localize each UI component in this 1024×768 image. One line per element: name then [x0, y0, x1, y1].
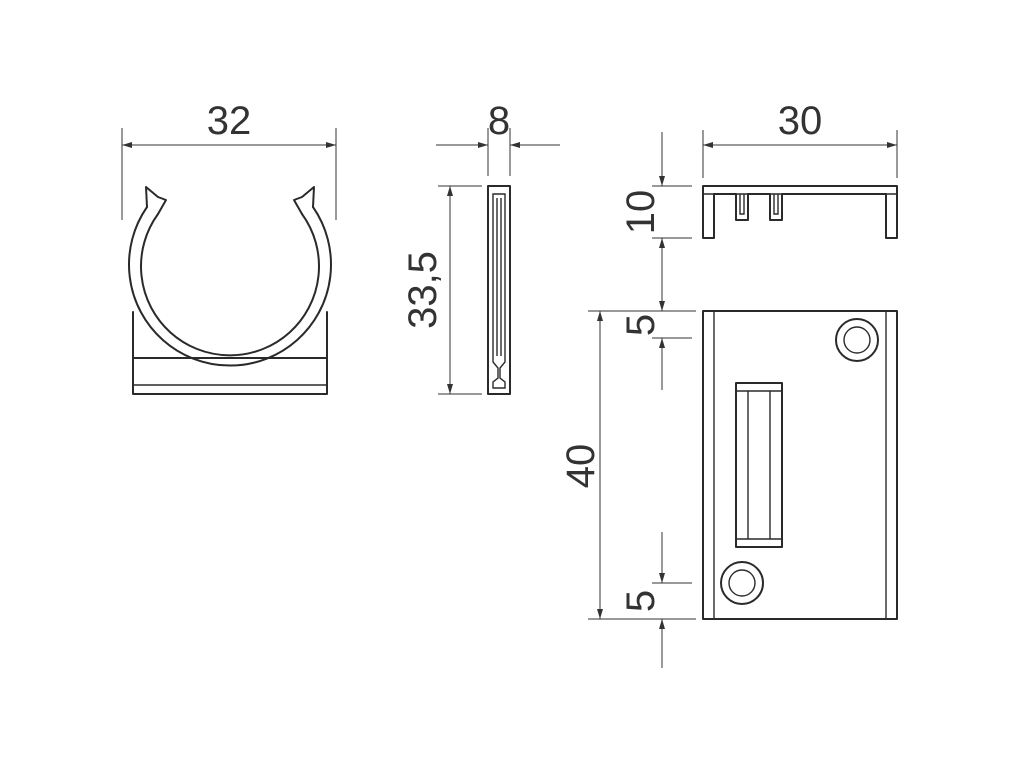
dim-side-thickness: 8 [488, 99, 510, 143]
dim-base-width: 30 [778, 99, 823, 143]
base-elevation-view: 30 10 [619, 99, 898, 290]
dim-side-height: 33,5 [401, 251, 445, 329]
side-view-clip: 8 33,5 [401, 99, 560, 395]
dim-base-depth: 10 [619, 190, 663, 235]
base-plan-view: 40 5 5 [559, 238, 898, 668]
front-view-clip: 32 [121, 99, 337, 395]
dim-hole-offset-bottom: 5 [619, 590, 663, 612]
dim-clip-width: 32 [207, 99, 252, 143]
dim-base-length: 40 [559, 444, 603, 489]
dim-hole-offset-top: 5 [619, 314, 663, 336]
